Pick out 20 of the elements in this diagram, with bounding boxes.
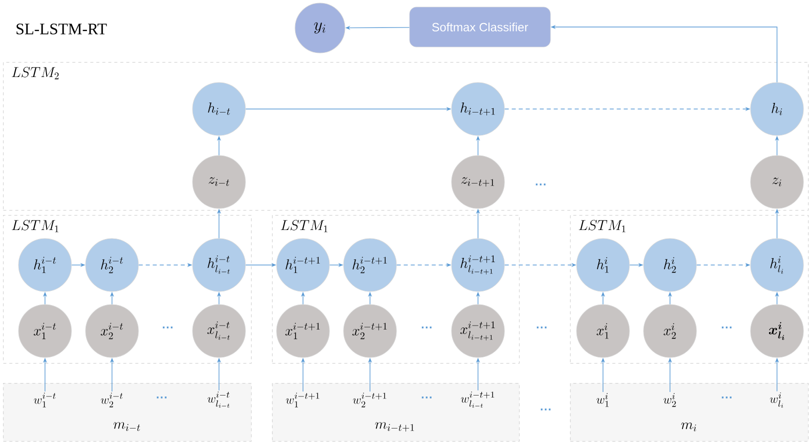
classifier-box: Softmax Classifier <box>409 6 551 48</box>
word-label: $w_{2}^{i-t+1}$ <box>352 392 386 408</box>
ellipsis: ··· <box>422 396 432 398</box>
ellipsis: ··· <box>722 326 732 328</box>
word-label: $w_{1}^{i-t+1}$ <box>286 392 320 408</box>
word-label: $w_{2}^{i-t}$ <box>100 392 123 408</box>
ellipsis: ··· <box>722 396 732 398</box>
word-label: $w_{1}^{i-t}$ <box>34 392 56 408</box>
ellipsis: ··· <box>536 184 546 186</box>
word-label: $w_{l_{i-t}}^{i-t}$ <box>208 392 230 408</box>
word-label: $w_{l_{i-t}}^{i-t+1}$ <box>460 392 494 408</box>
ellipsis: ··· <box>162 326 172 328</box>
word-label: $w_{l_{i}}^{i}$ <box>770 392 784 408</box>
ellipsis: ··· <box>536 326 547 328</box>
word-label: $w_{2}^{i}$ <box>664 393 676 407</box>
ellipsis: ··· <box>422 326 432 328</box>
word-label: $w_{1}^{i}$ <box>596 393 609 407</box>
ellipsis: ··· <box>540 408 551 410</box>
ellipsis: ··· <box>156 396 166 398</box>
diagram-title: SL-LSTM-RT <box>16 24 107 34</box>
